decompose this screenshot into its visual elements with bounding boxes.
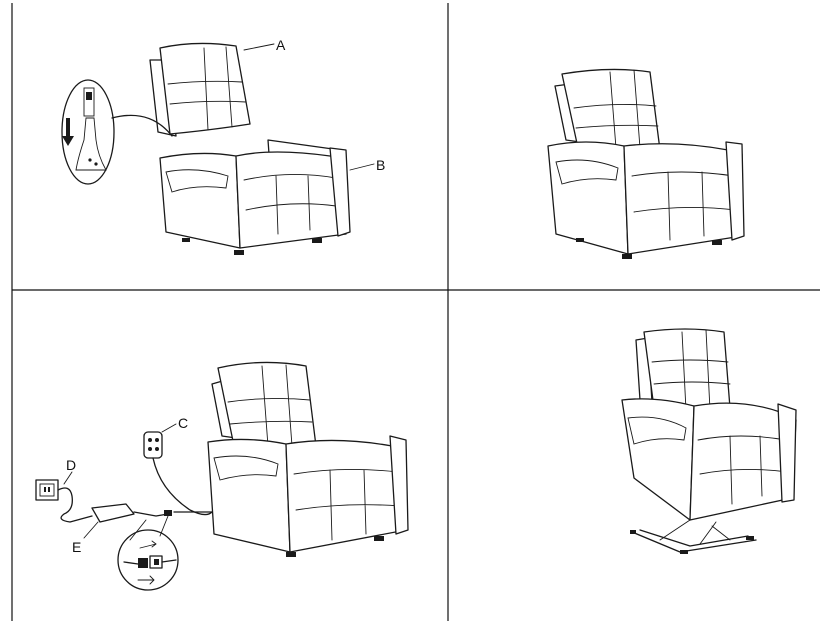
- seat-base-part: [160, 140, 350, 255]
- panel-1-backrest-detached: A B: [62, 37, 385, 255]
- bracket-detail-callout: [62, 80, 172, 184]
- label-e: E: [72, 539, 81, 555]
- lift-mechanism-frame: [630, 520, 756, 554]
- label-d: D: [66, 457, 76, 473]
- chair-side-view: [208, 362, 408, 557]
- panel-2-assembled-chair: [548, 69, 744, 259]
- panel-3-power-connection: C D E: [36, 362, 408, 590]
- label-c: C: [178, 415, 188, 431]
- backrest-part: [150, 43, 250, 136]
- wall-socket-part: [36, 480, 92, 522]
- power-transformer-part: [92, 504, 212, 522]
- connector-detail-callout: [118, 516, 178, 590]
- hand-remote-part: [144, 432, 212, 515]
- panel-grid: [12, 3, 820, 621]
- label-b: B: [376, 157, 385, 173]
- panel-4-lift-position: [622, 329, 796, 554]
- label-a: A: [276, 37, 286, 53]
